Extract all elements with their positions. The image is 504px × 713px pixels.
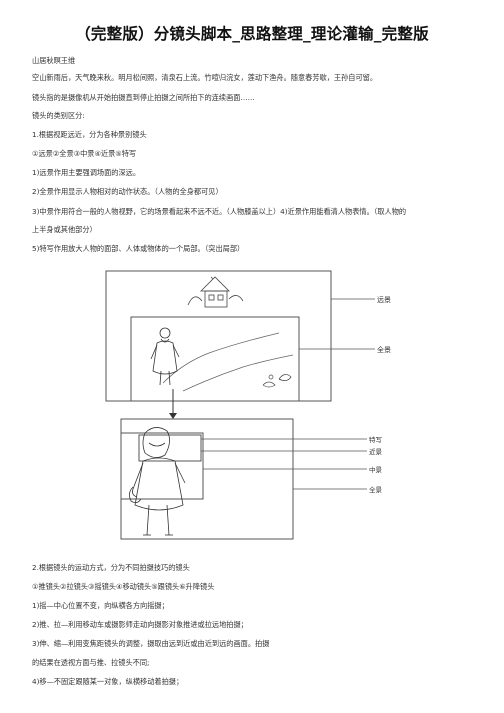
arrow-down-icon (169, 413, 177, 419)
medium-frame (120, 432, 204, 500)
list-item: 5)特写作用放大人物的面部、人体或物体的一个局部。（突出局部） (32, 244, 245, 253)
label-long-shot: 远景 (377, 296, 391, 304)
list-item: 4)移—不固定跟随某一对象，纵横移动着拍摄； (32, 677, 184, 686)
page-title: （完整版）分镜头脚本_思路整理_理论灌输_完整版 (75, 25, 429, 43)
house-icon (187, 276, 244, 308)
list-item: 2)全景作用显示人物相对的动作状态。（人物的全身都可见） (32, 187, 223, 196)
label-close-up: 特写 (369, 435, 382, 444)
list-item: 1)摇—中心位置不变，向纵横各方向摇摄； (32, 601, 169, 610)
lower-full-frame (120, 418, 294, 540)
list-item: ①推镜头②拉镜头③摇镜头④移动镜头⑤跟镜头⑥升降镜头 (32, 582, 215, 591)
label-full-shot-lower: 全景 (369, 485, 383, 494)
woman-figure-icon (150, 327, 180, 386)
close-up-frame (138, 434, 202, 462)
section-heading: 镜头的类别区分: (32, 111, 85, 120)
full-shot-frame (130, 316, 300, 402)
list-item: 2)推、拉—利用移动车或摄影师走动向摄影对象推进或拉远地拍摄； (32, 620, 248, 629)
label-medium-shot: 中景 (369, 465, 383, 474)
author-line: 山居秋暝王维 (32, 56, 76, 65)
definition-line: 镜头指的是摄像机从开始拍摄直到停止拍摄之间所拍下的连续画面…… (32, 93, 255, 102)
animals-icon (262, 374, 292, 388)
list-item: ①远景②全景③中景④近景⑤特写 (32, 149, 137, 158)
list-heading-1: 1.根据视距远近，分为各种景别镜头 (32, 130, 147, 139)
list-item: 的结果在透视方面与推、拉镜头不同; (32, 658, 150, 667)
label-near-shot: 近景 (369, 447, 383, 456)
list-heading-2: 2.根据镜头的运动方式，分为不同拍摄技巧的镜头 (32, 563, 190, 572)
list-item: 3)伸、缩—利用变焦距镜头的调整，摄取由远到近或由近到远的画面。拍摄 (32, 639, 270, 648)
list-item: 1)远景作用主要强调场面的深远。 (32, 168, 141, 177)
woman-large-figure-icon (129, 427, 186, 536)
long-shot-frame (105, 270, 332, 402)
label-full-shot: 全景 (377, 345, 391, 354)
list-item: 上半身或其他部分） (32, 225, 97, 234)
shot-size-illustration: 远景 全景 特写 近景 中景 全景 (93, 263, 411, 543)
poem-line: 空山新雨后，天气晚来秋。明月松间照，清泉石上流。竹喧归浣女，莲动下渔舟。随意春芳… (32, 73, 378, 82)
list-item: 3)中景作用符合一般的人物视野，它的场景看起来不远不近。（人物膝盖以上）4)近景… (32, 207, 407, 216)
